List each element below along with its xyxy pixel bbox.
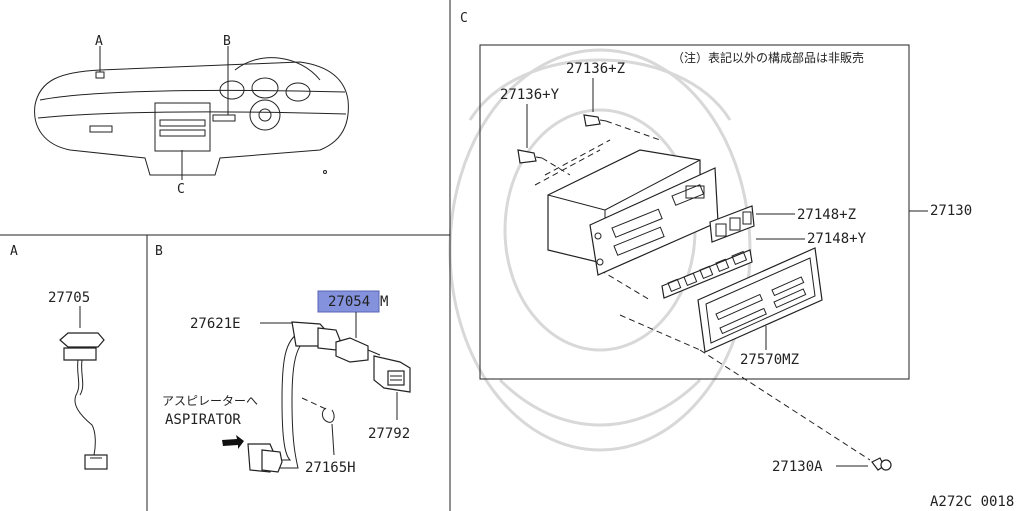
part-27570mz-face-panel[interactable] <box>697 247 823 353</box>
part-27130-label: 27130 <box>930 203 972 219</box>
part-27054m-sensor[interactable] <box>335 337 381 363</box>
part-27165h-clip[interactable] <box>301 397 335 423</box>
figure-code: A272C 0018 <box>930 494 1014 510</box>
panel-c-box <box>479 44 910 380</box>
arrow-left-icon <box>222 435 244 449</box>
part-27054m-suffix: M <box>380 294 388 310</box>
part-27136z-pin[interactable] <box>583 114 607 127</box>
aspirator-en-text: ASPIRATOR <box>165 412 241 428</box>
part-27792-label: 27792 <box>368 426 410 442</box>
part-27148z-knobs[interactable] <box>709 205 755 243</box>
callout-b: B <box>223 34 231 49</box>
part-27130-control-unit[interactable] <box>547 149 719 276</box>
callout-a: A <box>95 34 103 49</box>
part-27130a-label: 27130A <box>772 459 823 475</box>
panel-a-label: A <box>10 244 18 259</box>
part-27054m-highlight[interactable] <box>317 290 380 313</box>
part-27136z-label: 27136+Z <box>566 61 625 77</box>
part-27705-label: 27705 <box>48 290 90 306</box>
callout-c: C <box>177 182 185 197</box>
panel-b-label: B <box>155 244 163 259</box>
part-27148y-buttons[interactable] <box>661 249 753 299</box>
part-27130a-screw[interactable] <box>871 457 892 471</box>
part-27165h-label: 27165H <box>305 460 356 476</box>
not-sold-note: （注）表記以外の構成部品は非販売 <box>672 50 864 65</box>
part-27570mz-label: 27570MZ <box>740 352 799 368</box>
part-27621e-label: 27621E <box>190 316 241 332</box>
dashboard-overview <box>34 46 349 180</box>
part-27621e-hose[interactable] <box>247 321 341 473</box>
part-27705-sensor[interactable] <box>59 306 108 470</box>
aspirator-jp-text: アスピレーターへ <box>162 394 258 408</box>
part-27136y-label: 27136+Y <box>500 87 560 103</box>
part-27136y-pin[interactable] <box>517 149 543 164</box>
part-27148z-label: 27148+Z <box>797 207 856 223</box>
panel-c-label: C <box>460 11 468 26</box>
part-27148y-label: 27148+Y <box>807 231 867 247</box>
leader-27165h <box>331 423 335 456</box>
panel-dividers <box>0 0 451 511</box>
part-27792-grille[interactable] <box>373 355 411 393</box>
part-27054m-label[interactable]: 27054 <box>328 294 370 310</box>
